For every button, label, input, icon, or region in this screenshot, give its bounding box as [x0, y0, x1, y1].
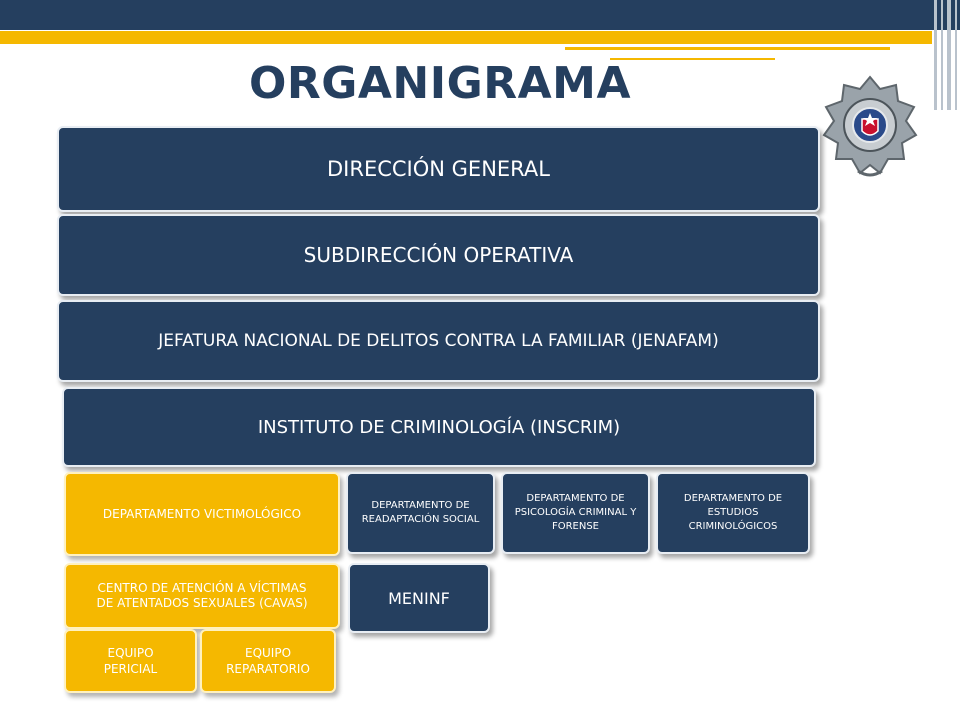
- node-equipo-pericial: EQUIPO PERICIAL: [64, 629, 197, 693]
- node-instituto-inscrim-label: INSTITUTO DE CRIMINOLOGÍA (INSCRIM): [257, 416, 621, 438]
- node-jefatura-jenafam: JEFATURA NACIONAL DE DELITOS CONTRA LA F…: [57, 300, 820, 382]
- node-departamento-victimologico-label: DEPARTAMENTO VICTIMOLÓGICO: [102, 507, 302, 521]
- page-title: ORGANIGRAMA: [248, 58, 632, 109]
- node-departamento-estudios: DEPARTAMENTO DE ESTUDIOS CRIMINOLÓGICOS: [656, 472, 810, 554]
- node-equipo-reparatorio: EQUIPO REPARATORIO: [200, 629, 336, 693]
- node-direccion-general-label: DIRECCIÓN GENERAL: [327, 157, 550, 181]
- node-meninf: MENINF: [348, 563, 490, 633]
- node-direccion-general: DIRECCIÓN GENERAL: [57, 126, 820, 212]
- node-instituto-inscrim: INSTITUTO DE CRIMINOLOGÍA (INSCRIM): [62, 387, 816, 467]
- node-jefatura-jenafam-label: JEFATURA NACIONAL DE DELITOS CONTRA LA F…: [158, 331, 719, 351]
- node-departamento-readaptacion-label: DEPARTAMENTO DE READAPTACIÓN SOCIAL: [361, 500, 480, 525]
- node-departamento-estudios-label: DEPARTAMENTO DE ESTUDIOS CRIMINOLÓGICOS: [683, 493, 783, 532]
- node-subdireccion-operativa: SUBDIRECCIÓN OPERATIVA: [57, 214, 820, 296]
- node-departamento-readaptacion: DEPARTAMENTO DE READAPTACIÓN SOCIAL: [346, 472, 495, 554]
- header-bar: [0, 0, 960, 30]
- node-cavas: CENTRO DE ATENCIÓN A VÍCTIMAS DE ATENTAD…: [64, 563, 340, 629]
- node-meninf-label: MENINF: [388, 588, 450, 608]
- node-cavas-label: CENTRO DE ATENCIÓN A VÍCTIMAS DE ATENTAD…: [96, 581, 308, 610]
- police-badge-icon: [822, 75, 918, 177]
- node-equipo-pericial-label: EQUIPO PERICIAL: [103, 646, 158, 676]
- node-departamento-psicologia-label: DEPARTAMENTO DE PSICOLOGÍA CRIMINAL Y FO…: [514, 493, 637, 532]
- decorative-lines: [930, 0, 960, 110]
- accent-line: [565, 47, 890, 50]
- node-subdireccion-operativa-label: SUBDIRECCIÓN OPERATIVA: [303, 243, 574, 267]
- node-departamento-psicologia: DEPARTAMENTO DE PSICOLOGÍA CRIMINAL Y FO…: [501, 472, 650, 554]
- accent-stripe: [0, 31, 932, 44]
- node-equipo-reparatorio-label: EQUIPO REPARATORIO: [226, 646, 310, 676]
- accent-line-secondary: [610, 58, 775, 60]
- node-departamento-victimologico: DEPARTAMENTO VICTIMOLÓGICO: [64, 472, 340, 556]
